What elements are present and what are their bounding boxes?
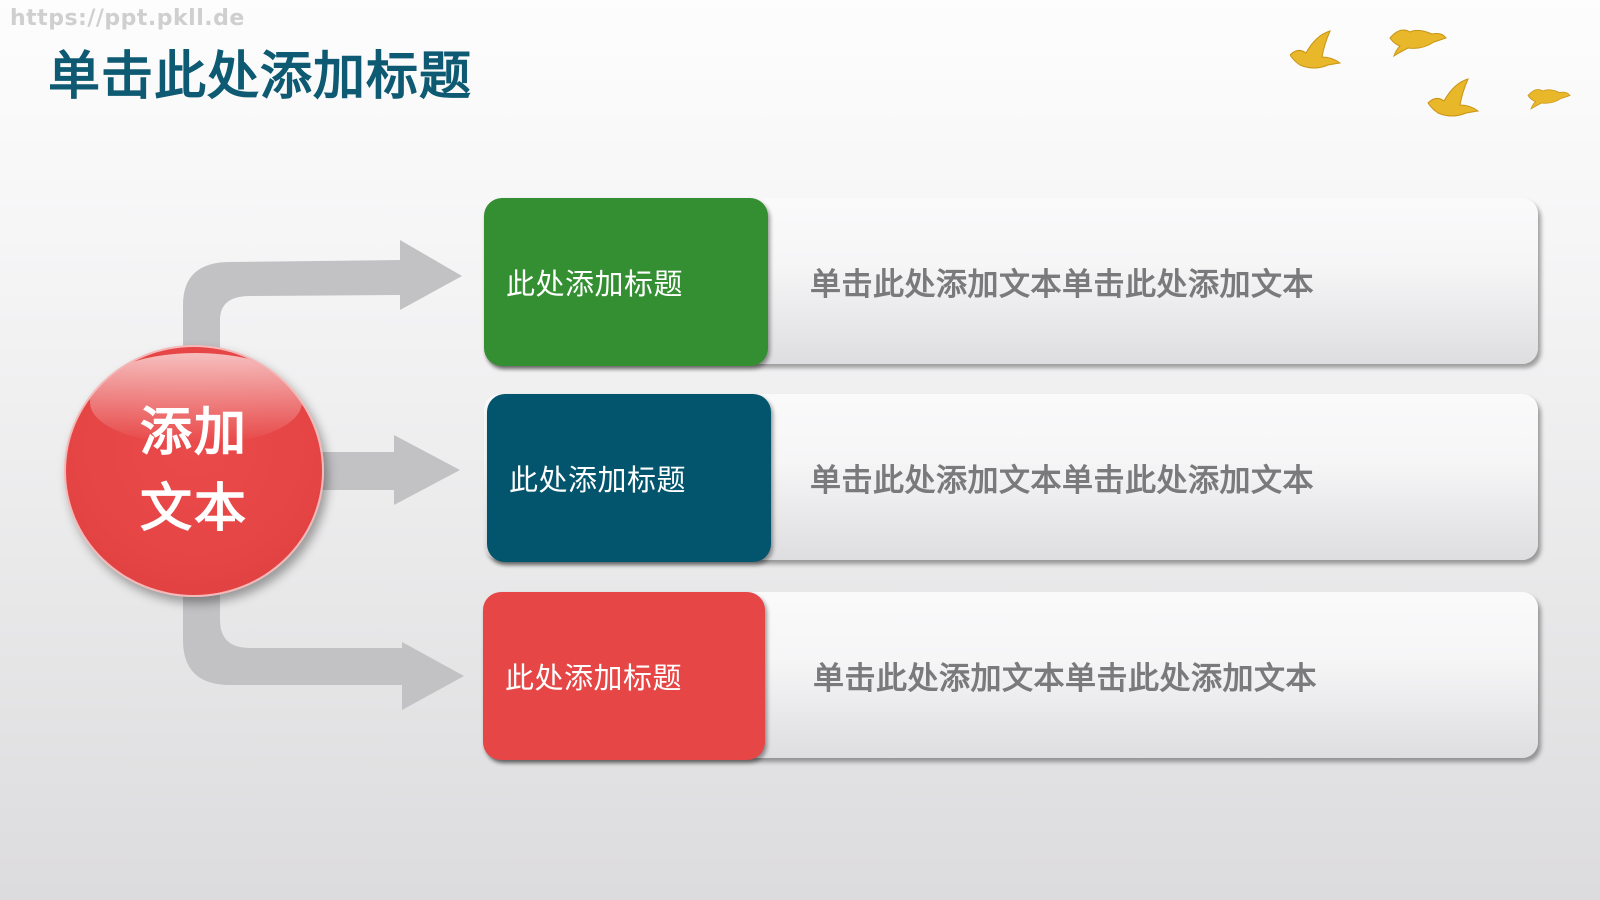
arrow-middle-icon <box>310 435 460 505</box>
bird-icon <box>1427 78 1480 117</box>
list-item: 此处添加标题 单击此处添加文本单击此处添加文本 <box>483 592 1540 760</box>
hub-circle[interactable]: 添加 文本 <box>64 345 324 597</box>
page-title: 单击此处添加标题 <box>48 47 473 107</box>
tag-label: 此处添加标题 <box>505 661 683 695</box>
hub-label-line1: 添加 <box>139 403 248 463</box>
description-text: 单击此处添加文本单击此处添加文本 <box>810 462 1314 499</box>
title-tag[interactable]: 此处添加标题 <box>487 394 771 562</box>
description-text: 单击此处添加文本单击此处添加文本 <box>813 660 1317 697</box>
tag-label: 此处添加标题 <box>506 267 684 301</box>
bird-icon <box>1290 30 1342 69</box>
title-tag[interactable]: 此处添加标题 <box>484 198 768 366</box>
arrow-bottom-icon <box>183 590 464 710</box>
bird-icon <box>1527 89 1571 110</box>
description-text: 单击此处添加文本单击此处添加文本 <box>810 266 1314 303</box>
list-item: 此处添加标题 单击此处添加文本单击此处添加文本 <box>484 198 1540 366</box>
watermark-url: https://ppt.pkll.de <box>10 6 245 31</box>
arrow-top-icon <box>183 240 462 360</box>
golden-birds-decoration <box>1290 29 1571 117</box>
title-tag[interactable]: 此处添加标题 <box>483 592 765 760</box>
tag-label: 此处添加标题 <box>509 463 687 497</box>
hub-label-line2: 文本 <box>139 479 248 539</box>
list-item: 此处添加标题 单击此处添加文本单击此处添加文本 <box>484 394 1540 562</box>
bird-icon <box>1389 29 1447 58</box>
